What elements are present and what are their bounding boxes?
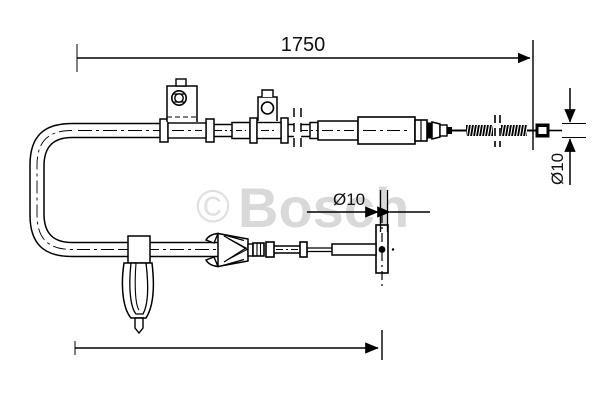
adjuster-sleeve-stage-2 <box>357 116 416 145</box>
boot-edge-bottom <box>220 258 245 267</box>
mid-branch-diameter: Ø10 <box>307 190 430 232</box>
clip-body <box>121 262 155 319</box>
boot-edge-top <box>220 233 245 242</box>
anchor-hole <box>378 246 386 253</box>
adjuster-sleeve-stage-1 <box>317 120 359 141</box>
boot-fold-b <box>227 238 249 260</box>
mid-diameter-label: Ø10 <box>333 190 365 209</box>
break-symbol-a <box>293 108 302 152</box>
branch-length-dimension <box>74 330 383 360</box>
large-mounting-bracket <box>159 78 215 143</box>
retaining-clip <box>121 235 155 335</box>
sheath-mid-segment-a <box>214 121 251 140</box>
return-spring-left <box>465 124 494 137</box>
break-symbol-b <box>494 115 501 147</box>
bend-outer-edge <box>29 122 120 258</box>
return-spring-right <box>500 124 529 137</box>
boot-lip-bottom <box>204 256 220 268</box>
overall-length-dimension: 1750 <box>76 34 534 150</box>
cable-end-fitting <box>527 123 562 138</box>
clip-inner-contour <box>129 262 149 315</box>
branch-ferrule-c <box>299 241 308 258</box>
anchor-shank <box>331 243 377 256</box>
branch-ferrule-group <box>252 241 332 258</box>
bracket-body-tube <box>167 122 207 139</box>
spring-left-coils <box>465 124 494 137</box>
boot-main-cone <box>217 232 249 268</box>
clip-rib <box>134 262 140 311</box>
anchor-plate <box>331 214 395 286</box>
bend-centerline <box>36 130 120 250</box>
end-block-hole <box>538 127 547 134</box>
bend-inner-edge <box>43 136 120 244</box>
boot-lip-top <box>204 232 220 244</box>
small-mounting-bracket <box>249 89 289 144</box>
nut-taper <box>431 121 441 140</box>
overall-length-label: 1750 <box>281 34 326 56</box>
bracket-collar-left <box>159 118 169 143</box>
anchor-dot-detail <box>391 248 395 251</box>
small-bracket-collar-left <box>249 117 258 144</box>
sheath-mid-segment-b <box>288 121 319 140</box>
rubber-boot <box>204 232 254 268</box>
right-diameter-label: Ø10 <box>548 153 567 185</box>
right-end-diameter: Ø10 <box>548 88 586 185</box>
bracket-top-tab <box>175 78 187 87</box>
cable-u-bend <box>29 122 120 258</box>
adjuster-nut-group <box>414 119 452 142</box>
small-bracket-hole <box>260 101 275 115</box>
clip-collar <box>127 235 151 264</box>
upper-cable-sheath <box>72 122 160 139</box>
bracket-mount-hole-inner <box>174 93 184 103</box>
nut-step-c <box>447 127 452 134</box>
spring-right-coils <box>500 124 529 137</box>
nut-step-b <box>439 124 448 137</box>
clip-tip <box>134 317 144 335</box>
branch-ferrule-b <box>265 241 275 258</box>
copyright-symbol: © <box>196 180 230 232</box>
small-bracket-top-tab <box>261 89 274 97</box>
branch-ferrule-a <box>252 242 265 257</box>
bracket-collar-right <box>205 118 215 143</box>
small-bracket-collar-right <box>280 117 289 144</box>
